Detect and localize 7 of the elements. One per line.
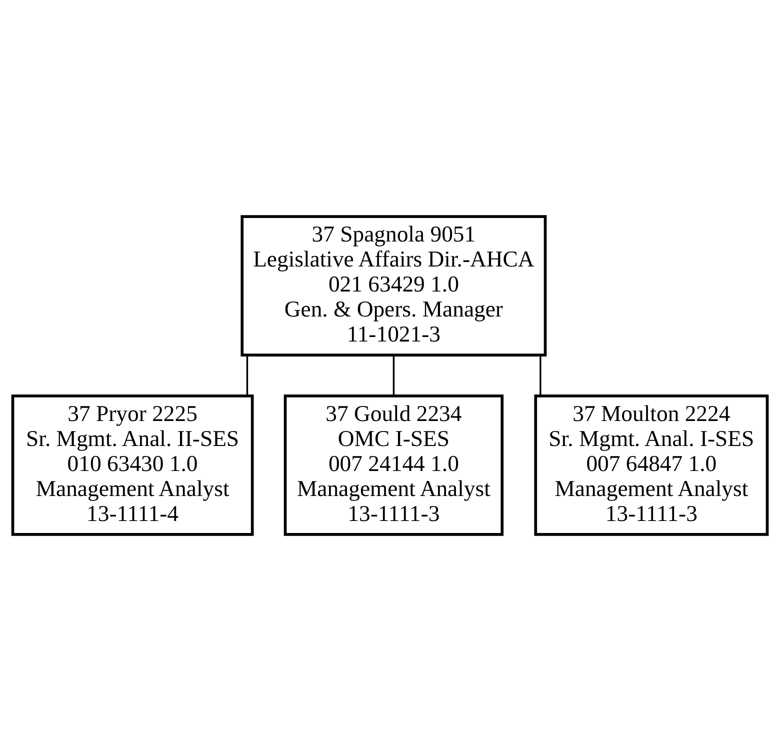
node-box: 37 Spagnola 9051 Legislative Affairs Dir.-AHCA 021 63429 1.0 Gen. & Opers. Manager 11-1021-3 — [240, 215, 547, 356]
node-box: 37 Gould 2234 OMC I-SES 007 24144 1.0 Management Analyst 13-1111-3 — [284, 394, 504, 536]
connector — [540, 355, 542, 396]
node-box: 37 Pryor 2225 Sr. Mgmt. Anal. II-SES 010 63430 1.0 Management Analyst 13-1111-4 — [11, 394, 254, 536]
connector — [246, 355, 248, 396]
connector — [392, 355, 395, 396]
node-box: 37 Moulton 2224 Sr. Mgmt. Anal. I-SES 007 64847 1.0 Management Analyst 13-1111-3 — [534, 394, 769, 536]
